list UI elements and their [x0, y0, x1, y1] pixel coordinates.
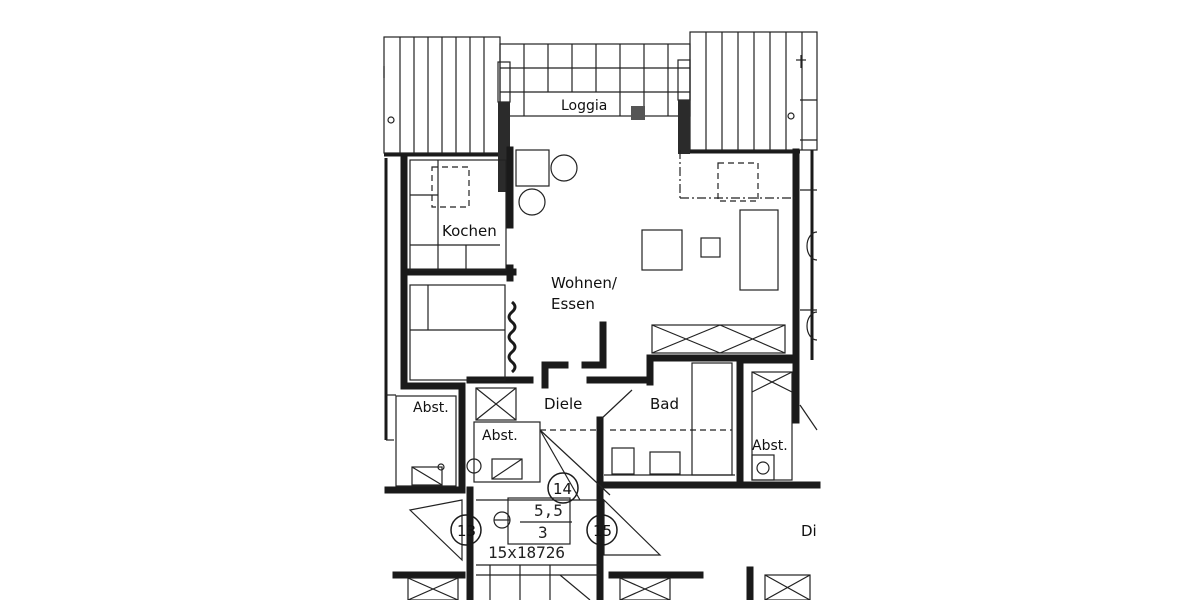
- storage-right: [751, 371, 818, 481]
- annotation-handwritten-code: 15x18726: [488, 543, 565, 562]
- marker-13-text: 13: [457, 522, 476, 540]
- annotation-fraction-top: 5,5: [534, 501, 563, 520]
- stamp-box: [507, 497, 571, 545]
- annotation-fraction-bottom: 3: [538, 523, 548, 542]
- bathroom-fixtures: [604, 362, 735, 476]
- room-label-wohnen-line2: Essen: [551, 295, 595, 313]
- room-label-wohnen-line1: Wohnen/: [551, 274, 618, 292]
- stairwell: [407, 429, 811, 600]
- marker-13: 13: [450, 514, 482, 546]
- room-label-bad: Bad: [650, 395, 679, 413]
- right-balcony-railing: [689, 31, 818, 154]
- living-furniture: [641, 150, 795, 291]
- loggia-tiles: [499, 43, 691, 120]
- kitchen-counters: [409, 159, 507, 271]
- bath-upper-fixture: [651, 324, 786, 354]
- room-label-loggia: Loggia: [561, 98, 607, 114]
- room-label-diele: Diele: [544, 395, 582, 413]
- marker-15: 15: [586, 514, 618, 546]
- marker-14-text: 14: [553, 480, 572, 498]
- annotation-edge-text: Di: [801, 522, 817, 540]
- left-balcony-railing: [383, 36, 501, 157]
- room-label-kochen: Kochen: [442, 222, 497, 240]
- storage-mid: [466, 387, 541, 483]
- kitchen-partition: [406, 146, 517, 282]
- storage-left: [386, 394, 457, 487]
- dining-set: [515, 149, 578, 216]
- left-wardrobe: [409, 284, 517, 381]
- right-edge-partial: [383, 55, 818, 341]
- hallway-walls: [540, 321, 794, 489]
- room-label-abst-right: Abst.: [752, 438, 788, 454]
- room-label-abst-mid: Abst.: [482, 428, 518, 444]
- room-label-abst-left: Abst.: [413, 400, 449, 416]
- marker-15-text: 15: [593, 522, 612, 540]
- marker-14: 14: [547, 472, 579, 504]
